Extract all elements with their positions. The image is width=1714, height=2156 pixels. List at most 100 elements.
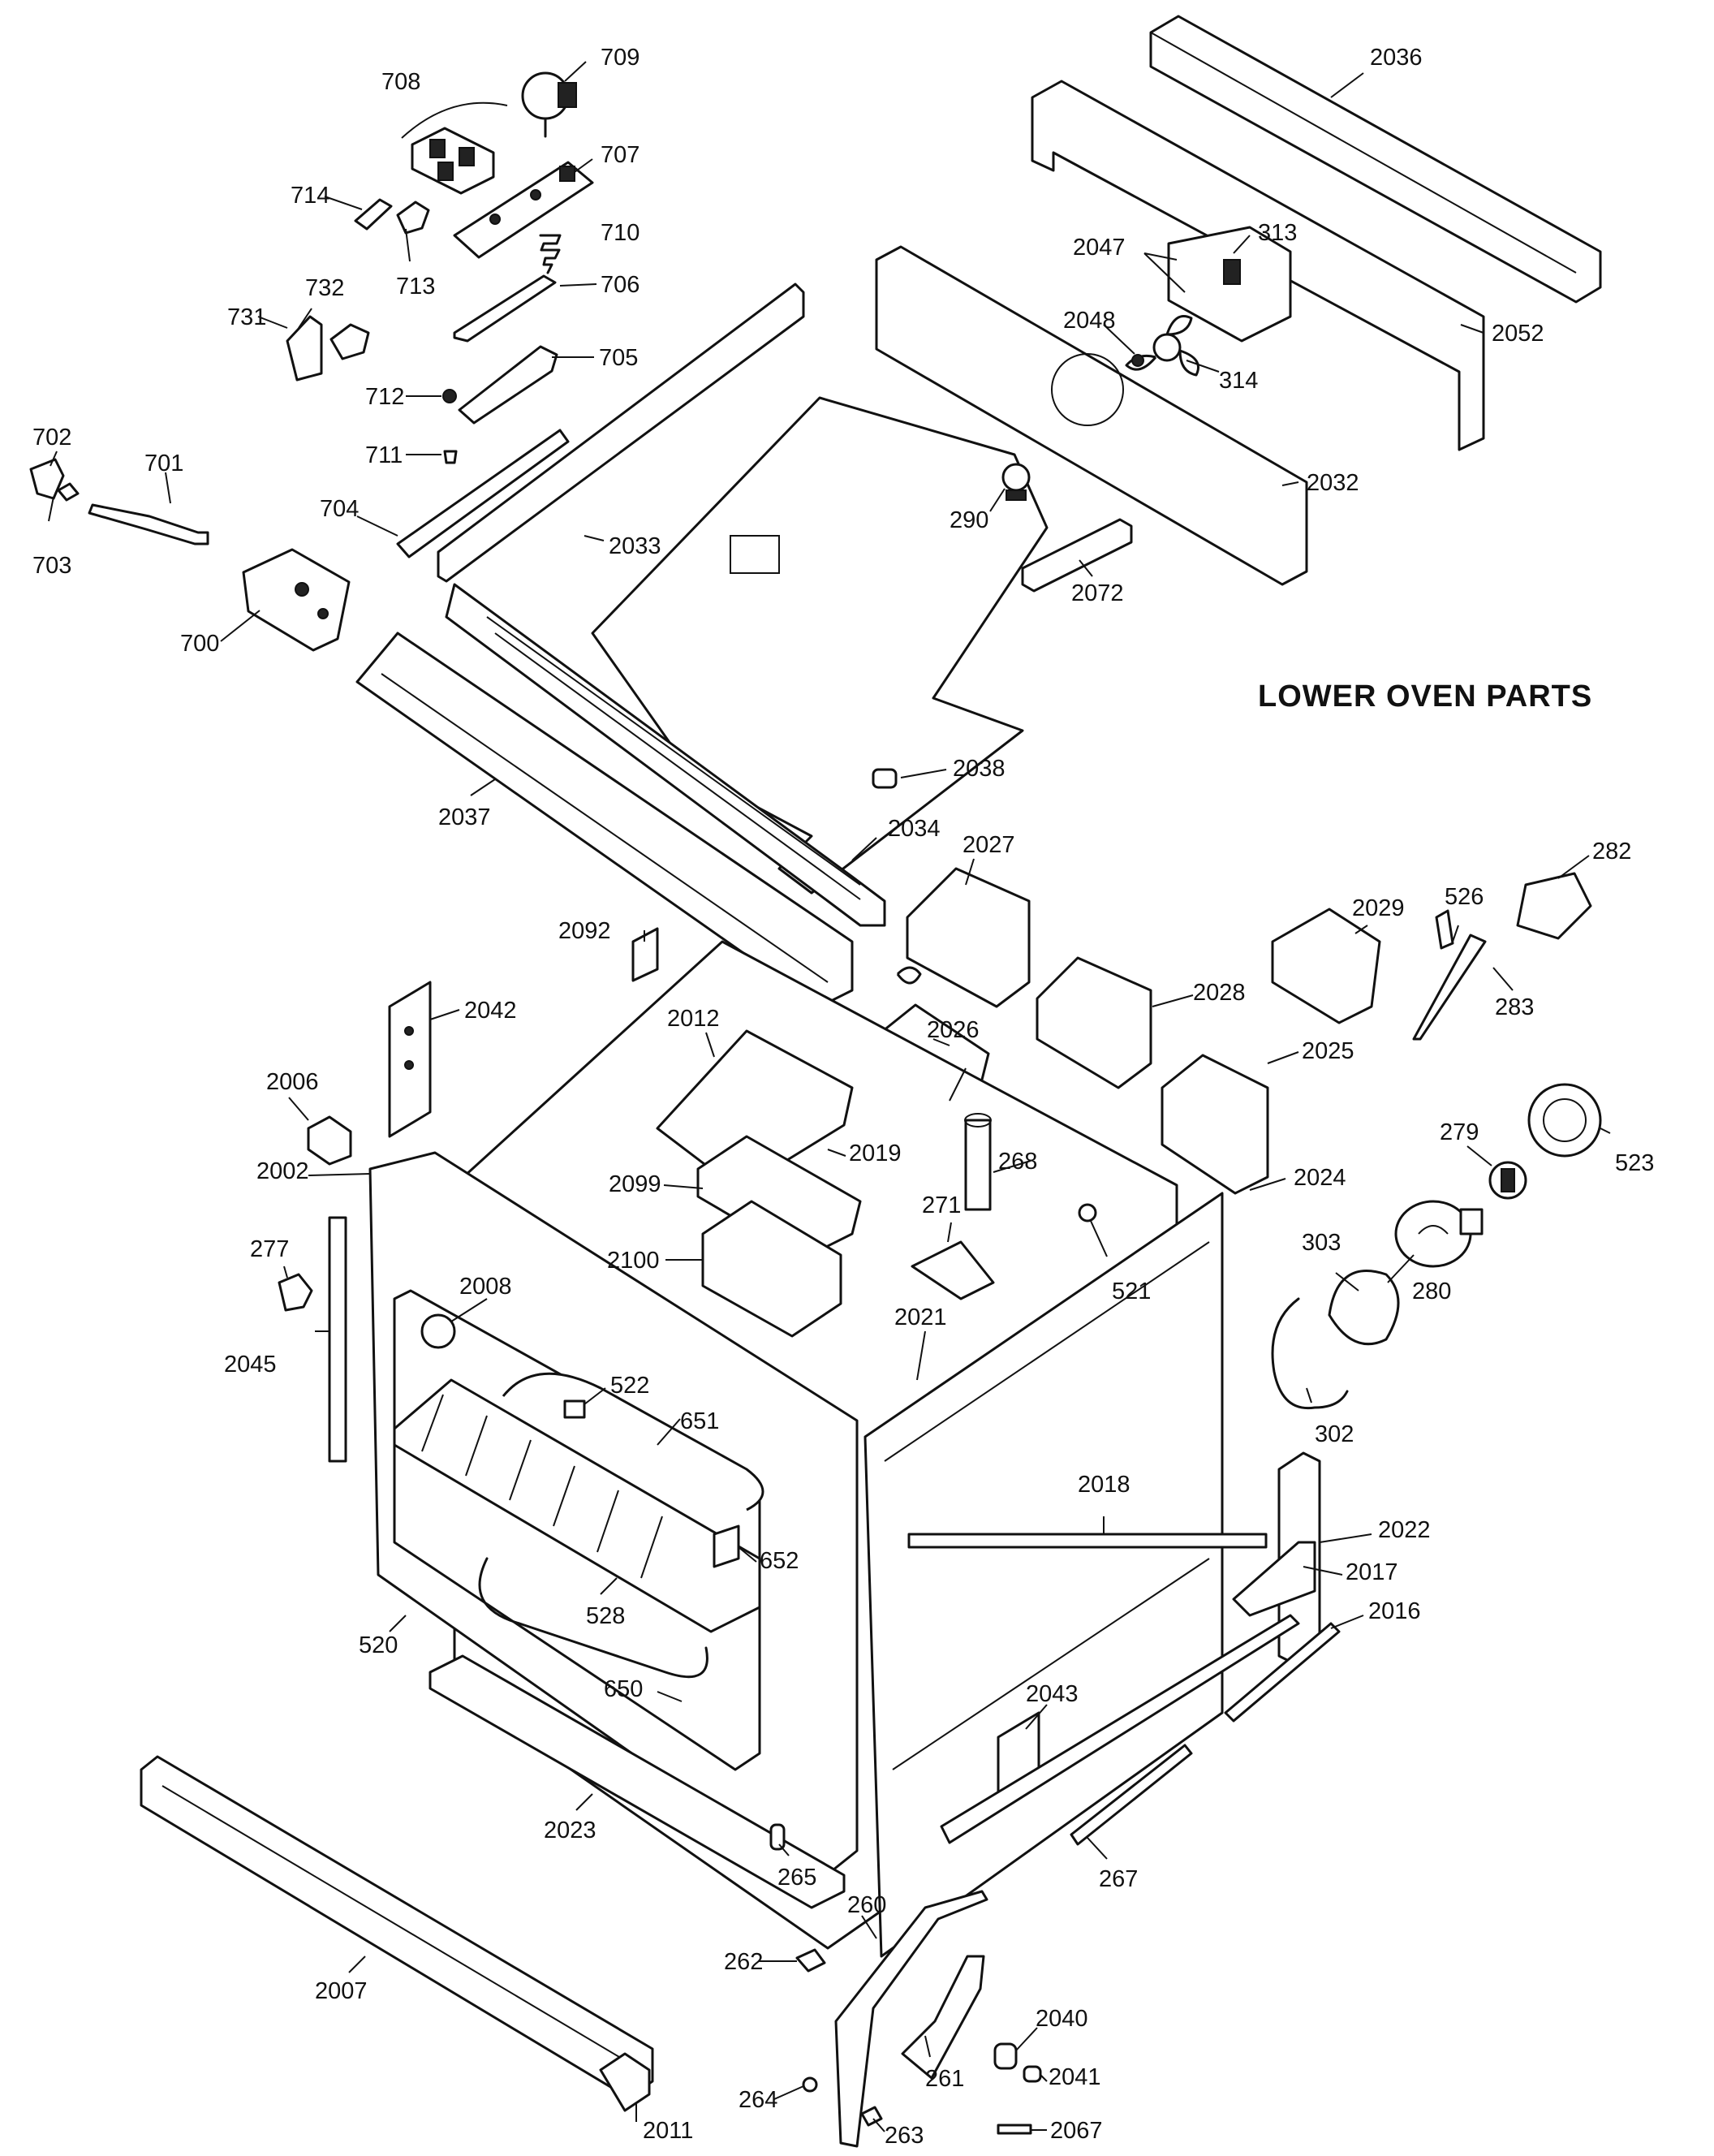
- label-2012: 2012: [667, 1006, 720, 1032]
- light-parts-group: [1271, 1083, 1602, 1410]
- label-2018: 2018: [1078, 1472, 1130, 1498]
- part-268-tube: [964, 1119, 992, 1211]
- part-290-thermostat: [1001, 463, 1031, 501]
- label-263: 263: [885, 2123, 924, 2149]
- label-732: 732: [305, 275, 344, 301]
- control-parts-group: [29, 71, 594, 652]
- label-279: 279: [1440, 1119, 1479, 1145]
- part-302-wire-retainer: [1271, 1297, 1349, 1410]
- part-2041-bushing: [1023, 2065, 1042, 2083]
- part-704-latch-bar: [396, 429, 570, 558]
- part-base-rail: [940, 1614, 1300, 1844]
- label-283: 283: [1495, 994, 1534, 1020]
- part-2025-duct: [1161, 1054, 1269, 1195]
- label-261: 261: [925, 2066, 964, 2092]
- part-277-plug: [278, 1273, 313, 1312]
- part-2038-plug: [872, 768, 898, 789]
- label-277: 277: [250, 1236, 289, 1262]
- label-520: 520: [359, 1632, 398, 1658]
- part-2042-hinge-plate: [388, 981, 432, 1138]
- label-710: 710: [601, 220, 640, 246]
- part-2007-vent-grille: [140, 1755, 654, 2099]
- part-700-lock-assembly: [242, 548, 351, 652]
- label-290: 290: [950, 507, 988, 533]
- label-2047: 2047: [1073, 235, 1126, 261]
- label-712: 712: [365, 384, 404, 410]
- part-732-switch: [329, 323, 370, 360]
- label-280: 280: [1412, 1279, 1451, 1304]
- part-labels: 709 708 707 714 710 713 706 732 731 705 …: [32, 45, 1654, 2149]
- part-2029-cover: [1271, 908, 1381, 1024]
- part-2033-side-rail: [437, 282, 805, 583]
- label-709: 709: [601, 45, 640, 71]
- part-708-switch-block: [401, 101, 508, 195]
- rear-panels-group: [875, 15, 1602, 593]
- part-264-washer: [802, 2076, 818, 2093]
- part-709-timer-motor: [521, 71, 577, 138]
- part-2072-channel: [1021, 518, 1133, 593]
- label-2026: 2026: [927, 1017, 980, 1043]
- part-702-knob: [29, 458, 65, 500]
- label-706: 706: [601, 272, 640, 298]
- label-282: 282: [1592, 839, 1631, 865]
- part-2045-vent-strip: [328, 1216, 347, 1463]
- label-2034: 2034: [888, 816, 941, 842]
- label-523: 523: [1615, 1150, 1654, 1176]
- label-2041: 2041: [1049, 2064, 1101, 2090]
- oven-cavity-group: [278, 927, 1268, 1958]
- part-712-nut: [442, 389, 457, 403]
- label-650: 650: [604, 1676, 643, 1702]
- label-267: 267: [1099, 1866, 1138, 1892]
- part-261-hinge-link: [901, 1955, 985, 2080]
- label-2045: 2045: [224, 1352, 277, 1378]
- label-2028: 2028: [1193, 980, 1246, 1006]
- part-652-rack-slide: [713, 1524, 740, 1568]
- label-2099: 2099: [609, 1171, 661, 1197]
- part-701-lock-handle: [88, 503, 209, 545]
- leader-lines: [48, 61, 1611, 2132]
- label-731: 731: [227, 304, 266, 330]
- part-731-bracket: [286, 315, 323, 382]
- label-713: 713: [396, 274, 435, 300]
- hinge-parts-group: [795, 1890, 1042, 2148]
- part-265-grommet: [769, 1823, 786, 1851]
- part-710-spring: [539, 234, 562, 274]
- label-2024: 2024: [1294, 1165, 1346, 1191]
- label-302: 302: [1315, 1421, 1354, 1447]
- part-279-socket: [1488, 1161, 1527, 1200]
- label-521: 521: [1112, 1279, 1151, 1304]
- label-652: 652: [760, 1548, 799, 1574]
- label-2027: 2027: [963, 832, 1015, 858]
- label-711: 711: [365, 442, 403, 468]
- label-2048: 2048: [1063, 308, 1116, 334]
- label-313: 313: [1258, 220, 1297, 246]
- label-2052: 2052: [1492, 321, 1544, 347]
- top-assembly-group: [355, 282, 1049, 1008]
- label-701: 701: [144, 451, 183, 476]
- part-283-probe: [1412, 934, 1487, 1041]
- label-708: 708: [381, 69, 420, 95]
- label-2092: 2092: [558, 918, 611, 944]
- part-523-lens-ring: [1527, 1083, 1602, 1158]
- label-2040: 2040: [1036, 2006, 1088, 2032]
- part-706-link: [453, 274, 557, 343]
- label-265: 265: [777, 1865, 816, 1891]
- part-260-hinge-arm: [834, 1890, 988, 2148]
- part-267-spring: [1070, 1744, 1193, 1846]
- part-2011-end-cap: [599, 2052, 651, 2112]
- label-2008: 2008: [459, 1274, 512, 1300]
- part-707-switch-plate: [453, 161, 594, 259]
- part-2023-bottom-tray: [428, 1654, 846, 1909]
- label-314: 314: [1219, 368, 1258, 394]
- label-2006: 2006: [266, 1069, 319, 1095]
- part-262-clip: [795, 1948, 826, 1973]
- label-2023: 2023: [544, 1818, 596, 1843]
- label-714: 714: [291, 183, 329, 209]
- part-521-nut: [1078, 1203, 1097, 1222]
- label-700: 700: [180, 631, 219, 657]
- label-2036: 2036: [1370, 45, 1423, 71]
- part-303-lens-cover: [1328, 1270, 1400, 1346]
- part-2100-block: [701, 1200, 842, 1338]
- label-2019: 2019: [849, 1141, 902, 1166]
